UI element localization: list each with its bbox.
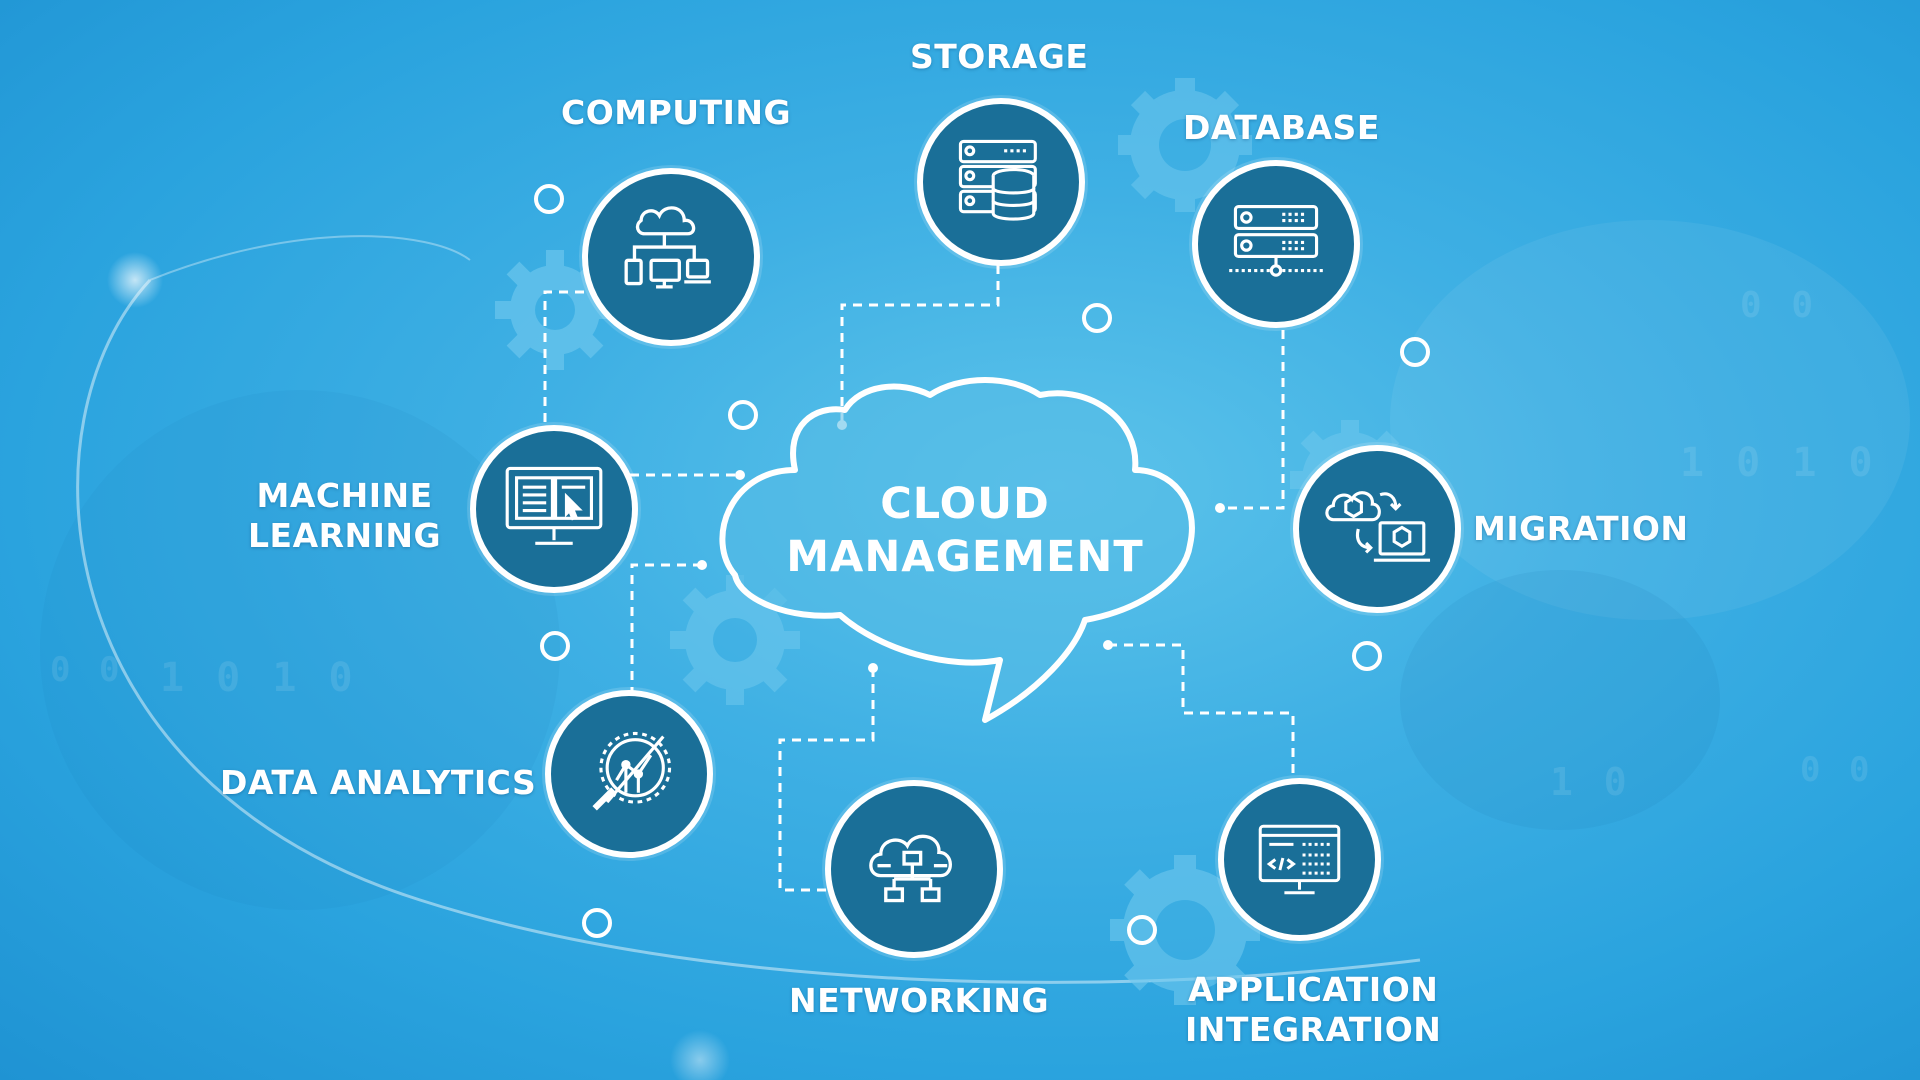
node-networking [825, 780, 1003, 958]
cloud-shape [719, 377, 1195, 723]
label-networking: NETWORKING [789, 981, 1049, 1021]
binary-decoration: 1 0 1 0 [1680, 440, 1877, 486]
binary-decoration: 0 0 [1740, 285, 1818, 326]
server-database-icon [958, 139, 1037, 221]
gear-icon [1110, 855, 1260, 1005]
node-computing [582, 168, 760, 346]
connector-lines [543, 265, 1295, 892]
label-line: MIGRATION [1473, 509, 1689, 548]
gear-icon [670, 575, 800, 705]
code-monitor-icon [1258, 824, 1341, 895]
sparkle-icon [107, 252, 163, 308]
magnifier-chart-icon [592, 731, 672, 811]
label-application-integration: APPLICATION INTEGRATION [1185, 970, 1441, 1050]
label-computing: COMPUTING [561, 93, 791, 133]
node-data-analytics [545, 690, 713, 858]
gear-icon [1118, 78, 1252, 212]
label-line: MACHINE [256, 476, 433, 515]
label-line: INTEGRATION [1185, 1010, 1442, 1049]
label-line: NETWORKING [789, 981, 1050, 1020]
label-machine-learning: MACHINE LEARNING [248, 476, 441, 556]
label-line: COMPUTING [561, 93, 792, 132]
binary-decoration: 0 0 [50, 650, 124, 690]
label-data-analytics: DATA ANALYTICS [220, 763, 536, 803]
center-title-line: CLOUD [880, 479, 1050, 529]
cloud-laptop-transfer-icon [1325, 491, 1431, 562]
binary-decoration: 1 0 [1550, 760, 1631, 804]
binary-decoration: 1 0 1 0 [160, 655, 357, 701]
node-storage [917, 98, 1085, 266]
server-rack-icon [1229, 205, 1323, 277]
label-storage: STORAGE [910, 37, 1088, 77]
cloud-network-icon [869, 834, 952, 903]
label-line: LEARNING [248, 516, 442, 555]
node-migration [1293, 445, 1461, 613]
label-line: DATA ANALYTICS [220, 763, 537, 802]
monitor-book-icon [505, 466, 603, 545]
label-migration: MIGRATION [1473, 509, 1689, 549]
label-line: DATABASE [1183, 108, 1380, 147]
node-application-integration [1218, 778, 1381, 941]
label-line: APPLICATION [1188, 970, 1439, 1009]
center-title-line: MANAGEMENT [786, 532, 1144, 582]
label-database: DATABASE [1183, 108, 1380, 148]
center-title: CLOUD MANAGEMENT [750, 478, 1180, 584]
binary-decoration: 0 0 [1800, 750, 1874, 790]
label-line: STORAGE [910, 37, 1089, 76]
cloud-devices-icon [624, 206, 711, 289]
node-machine-learning [470, 425, 638, 593]
decorative-rings [534, 184, 1430, 945]
gear-icon [495, 250, 615, 370]
node-database [1192, 160, 1360, 328]
